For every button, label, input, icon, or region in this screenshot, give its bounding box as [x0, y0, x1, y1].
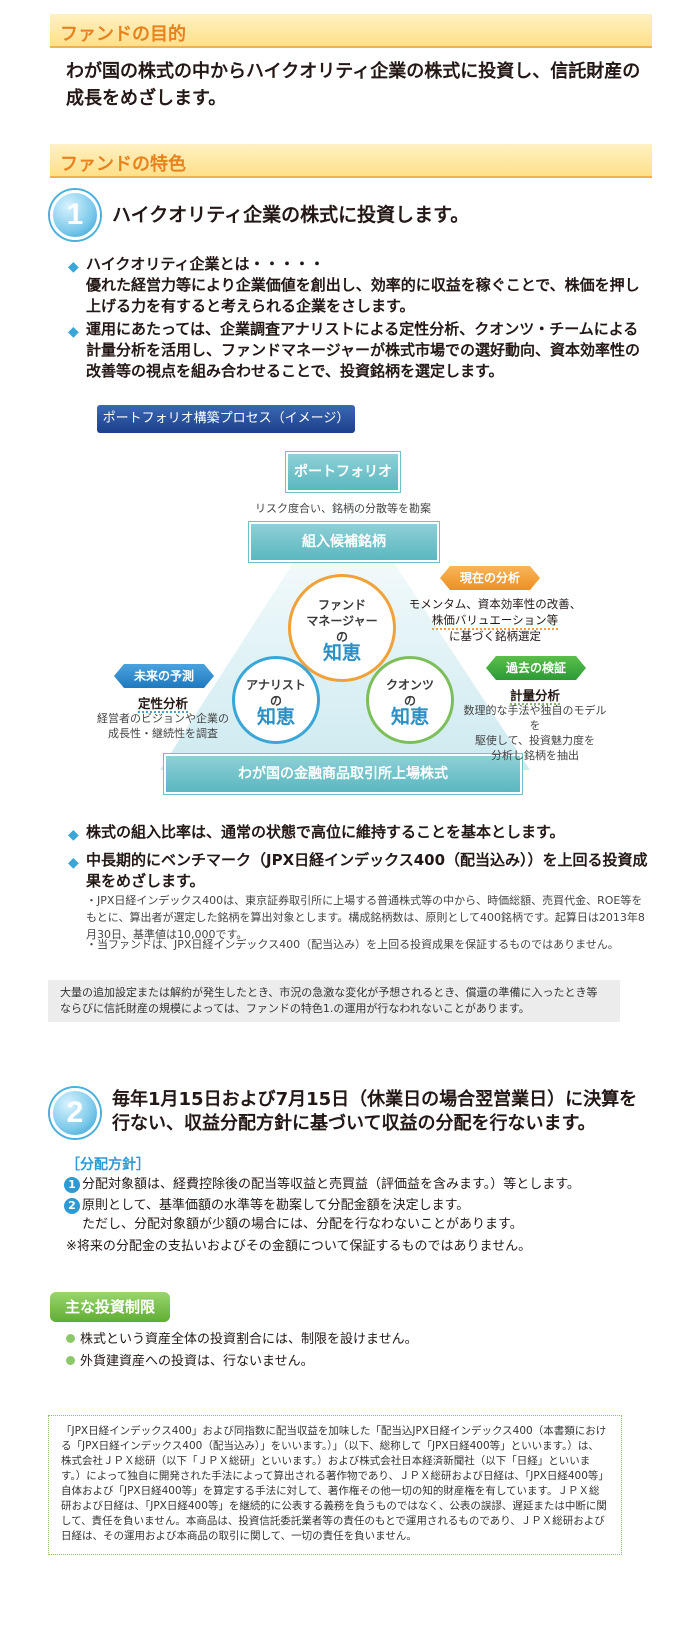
future-line-1: 経営者のビジョンや企業の — [97, 712, 229, 725]
feature-1-bullet-2: ◆ 運用にあたっては、企業調査アナリストによる定性分析、クオンツ・チームによる計… — [66, 319, 651, 382]
fm-line-3: の — [335, 630, 348, 644]
feature-1-title: ハイクオリティ企業の株式に投資します。 — [112, 204, 470, 226]
policy-note: ※将来の分配金の支払いおよびその金額について保証するものではありません。 — [66, 1239, 532, 1254]
process-label: ポートフォリオ構築プロセス（イメージ） — [97, 405, 355, 433]
diamond-icon: ◆ — [68, 324, 79, 340]
policy-item-2-line-2: ただし、分配対象額が少額の場合には、分配を行なわないことがあります。 — [82, 1217, 523, 1232]
past-line-1: 数理的な手法や独自のモデルを — [463, 704, 607, 732]
policy-item-2-line-1: 原則として、基準価額の水準等を勘案して分配金額を決定します。 — [82, 1198, 470, 1213]
feature-number-1: 1 — [50, 190, 100, 240]
policy-item-2: 原則として、基準価額の水準等を勘案して分配金額を決定します。 ただし、分配対象額… — [82, 1196, 632, 1234]
tag-past-verification: 過去の検証 — [486, 656, 586, 680]
policy-item-1: 分配対象額は、経費控除後の配当等収益と売買益（評価益を含みます。）等とします。 — [82, 1177, 580, 1192]
future-line-2: 成長性・継続性を調査 — [108, 727, 218, 740]
qu-line-1: クオンツ — [385, 678, 434, 692]
index-disclaimer: 「JPX日経インデックス400」および同指数に配当収益を加味した「配当込JPX日… — [48, 1415, 622, 1555]
past-text: 計量分析 数理的な手法や独自のモデルを 駆使して、投資魅力度を 分析し銘柄を抽出 — [460, 688, 610, 763]
green-dot-icon — [66, 1356, 75, 1365]
fm-wisdom: 知恵 — [322, 642, 361, 664]
feature-1-bullet-1: ◆ ハイクオリティ企業とは・・・・・ 優れた経営力等により企業価値を創出し、効率… — [66, 254, 651, 317]
fm-line-1: ファンド — [317, 598, 366, 612]
feature-2-title: 毎年1月15日および7月15日（休業日の場合翌営業日）に決算を 行ない、収益分配… — [112, 1088, 637, 1136]
tag-current-analysis: 現在の分析 — [440, 566, 540, 590]
an-line-1: アナリスト — [246, 678, 306, 692]
bullet-2-body: 運用にあたっては、企業調査アナリストによる定性分析、クオンツ・チームによる計量分… — [86, 320, 640, 380]
diamond-icon: ◆ — [68, 259, 79, 275]
restriction-item-1: 株式という資産全体の投資割合には、制限を設けません。 — [66, 1330, 418, 1349]
future-title-wrap: 定性分析 — [90, 696, 236, 713]
current-line-2: 株価バリュエーション等 — [431, 613, 559, 630]
current-line-1: モメンタム、資本効率性の改善、 — [408, 597, 582, 611]
benchmark-note-1: ・JPX日経インデックス400は、東京証券取引所に上場する普通株式等の中から、時… — [86, 894, 645, 941]
portfolio-box: ポートフォリオ — [286, 452, 400, 492]
current-analysis-text: モメンタム、資本効率性の改善、 株価バリュエーション等 に基づく銘柄選定 — [405, 596, 585, 644]
past-line-2: 駆使して、投資魅力度を — [474, 734, 596, 747]
past-line-3: 分析し銘柄を抽出 — [491, 749, 579, 762]
an-line-2: の — [269, 694, 282, 708]
distribution-policy-heading: ［分配方針］ — [66, 1157, 150, 1173]
past-title-wrap: 計量分析 — [460, 688, 610, 705]
policy-number-1: 1 — [64, 1177, 80, 1193]
current-line-3: に基づく銘柄選定 — [449, 629, 541, 643]
feature-number-2: 2 — [50, 1088, 100, 1138]
bullet-4-body: 中長期的にベンチマーク（JPX日経インデックス400（配当込み））を上回る投資成… — [86, 851, 648, 890]
qu-wisdom: 知恵 — [390, 706, 429, 728]
feature-2-title-line-2: 行ない、収益分配方針に基づいて収益の分配を行ないます。 — [112, 1113, 596, 1134]
quants-circle: クオンツ の 知恵 — [366, 656, 454, 744]
green-dot-icon — [66, 1334, 75, 1343]
feature-1-bullet-3: ◆ 株式の組入比率は、通常の状態で高位に維持することを基本とします。 — [66, 822, 651, 843]
restriction-item-2-text: 外貨建資産への投資は、行ないません。 — [80, 1354, 314, 1369]
restrictions-heading: 主な投資制限 — [50, 1292, 170, 1322]
risk-note: リスク度合い、銘柄の分散等を勘案 — [255, 502, 431, 515]
candidates-box: 組入候補銘柄 — [249, 522, 439, 562]
future-title: 定性分析 — [137, 696, 188, 713]
an-wisdom: 知恵 — [256, 706, 295, 728]
restriction-item-2: 外貨建資産への投資は、行ないません。 — [66, 1352, 314, 1371]
tag-future-forecast: 未来の予測 — [114, 664, 214, 688]
feature-2-title-line-1: 毎年1月15日および7月15日（休業日の場合翌営業日）に決算を — [112, 1089, 638, 1110]
qu-line-2: の — [403, 694, 416, 708]
purpose-text: わが国の株式の中からハイクオリティ企業の株式に投資し、信託財産の成長をめざします… — [66, 61, 641, 109]
operation-caveat-box: 大量の追加設定または解約が発生したとき、市況の急激な変化が予想されるとき、償還の… — [48, 980, 620, 1022]
fund-manager-circle: ファンド マネージャー の 知恵 — [288, 574, 396, 682]
diamond-icon: ◆ — [68, 855, 79, 871]
bullet-3-body: 株式の組入比率は、通常の状態で高位に維持することを基本とします。 — [86, 823, 565, 841]
feature-1-bullet-4: ◆ 中長期的にベンチマーク（JPX日経インデックス400（配当込み））を上回る投… — [66, 850, 651, 892]
bullet-1-body: 優れた経営力等により企業価値を創出し、効率的に収益を稼ぐことで、株価を押し上げる… — [86, 276, 640, 315]
bullet-1-title: ハイクオリティ企業とは・・・・・ — [86, 255, 325, 273]
current-line-2-wrap: 株価バリュエーション等 — [405, 612, 585, 630]
listed-stocks-box: わが国の金融商品取引所上場株式 — [164, 754, 522, 794]
past-title: 計量分析 — [509, 688, 560, 705]
restriction-item-1-text: 株式という資産全体の投資割合には、制限を設けません。 — [80, 1332, 418, 1347]
diamond-icon: ◆ — [68, 827, 79, 843]
purpose-heading: ファンドの目的 — [50, 14, 652, 48]
features-heading: ファンドの特色 — [50, 144, 652, 178]
future-text: 定性分析 経営者のビジョンや企業の 成長性・継続性を調査 — [90, 696, 236, 741]
policy-number-2: 2 — [64, 1198, 80, 1214]
analyst-circle: アナリスト の 知恵 — [232, 656, 320, 744]
benchmark-note-2: ・当ファンドは、JPX日経インデックス400（配当込み）を上回る投資成果を保証す… — [86, 938, 619, 951]
fm-line-2: マネージャー — [306, 614, 378, 628]
